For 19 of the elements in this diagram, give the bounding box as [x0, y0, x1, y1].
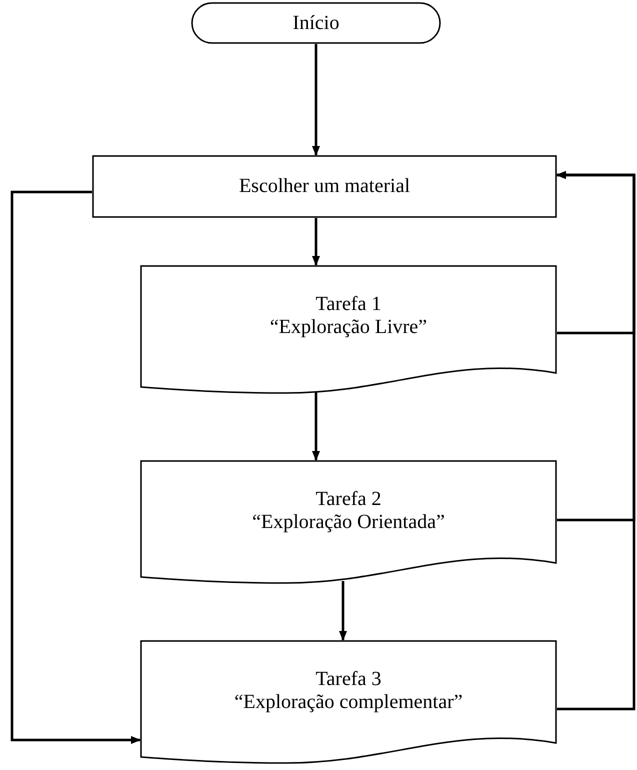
arrow — [10, 190, 141, 744]
document-shape — [140, 265, 557, 395]
arrow — [556, 171, 636, 710]
arrow — [312, 44, 320, 156]
document-shape — [140, 460, 557, 585]
node-label: Escolher um material — [238, 175, 410, 198]
node-label: Início — [292, 12, 340, 34]
node-subtitle: “Exploração Orientada” — [252, 511, 445, 534]
node-subtitle: “Exploração Livre” — [270, 316, 428, 339]
terminal-shape — [191, 2, 441, 44]
document-shape — [140, 640, 557, 765]
node-label: Tarefa 2 — [316, 488, 382, 511]
node-subtitle: “Exploração complementar” — [234, 691, 463, 714]
arrow — [339, 581, 347, 641]
process-box — [92, 155, 557, 218]
node-label: Tarefa 3 — [316, 668, 382, 691]
node-label: Tarefa 1 — [316, 293, 382, 316]
arrow — [312, 218, 320, 266]
arrow — [312, 391, 320, 461]
